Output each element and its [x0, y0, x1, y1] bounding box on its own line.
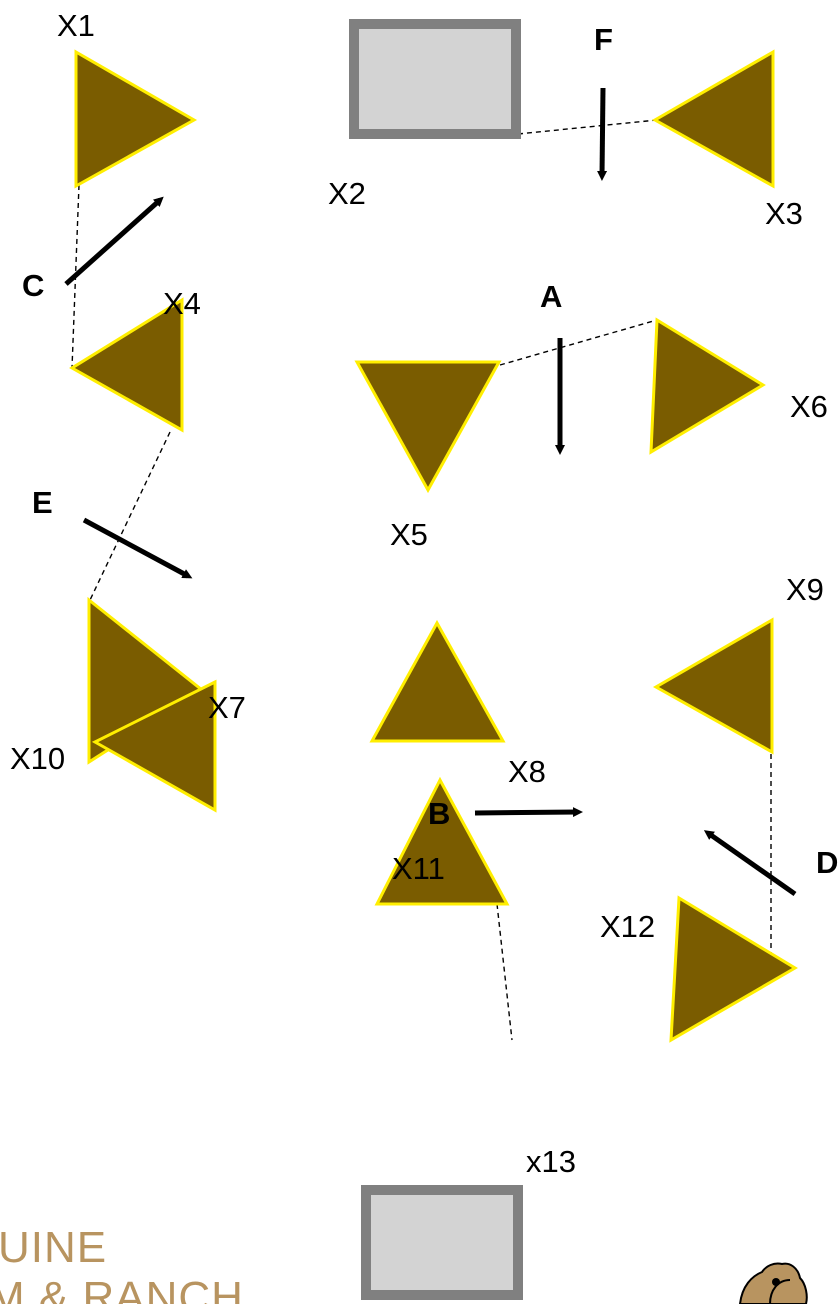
direction-label-c: C	[22, 268, 44, 303]
logo-text-line1: UINE	[0, 1223, 107, 1272]
label-x1: X1	[57, 8, 95, 43]
label-x12: X12	[600, 909, 655, 944]
direction-label-e: E	[32, 485, 53, 520]
label-x11: X11	[392, 851, 445, 886]
arrow-f	[597, 87, 608, 181]
arrow-e	[82, 517, 193, 579]
direction-label-f: F	[594, 22, 613, 57]
triangle-x11	[374, 776, 510, 906]
connector-x4-x7	[89, 431, 171, 601]
label-x13: x13	[526, 1144, 576, 1179]
direction-label-a: A	[540, 279, 562, 314]
box-bottom	[361, 1185, 523, 1300]
label-x5: X5	[390, 517, 428, 552]
logo-emblem-icon	[738, 1262, 808, 1304]
triangle-x1	[74, 49, 198, 189]
label-x10: X10	[10, 741, 65, 776]
label-x9: X9	[786, 572, 824, 607]
logo-text-line2: M & RANCH	[0, 1273, 244, 1304]
arrow-d	[703, 830, 797, 897]
triangle-x6	[649, 317, 766, 455]
label-x7: X7	[208, 690, 246, 725]
triangle-x10	[91, 679, 217, 813]
arrow-b	[474, 807, 583, 818]
triangle-x9	[652, 617, 774, 755]
triangle-x12	[669, 895, 798, 1043]
direction-label-d: D	[816, 845, 838, 880]
label-x6: X6	[790, 389, 828, 424]
label-x4: X4	[163, 286, 201, 321]
box-x2	[349, 19, 521, 139]
connector-x2-x3	[517, 119, 658, 135]
label-x8: X8	[508, 754, 546, 789]
label-x2: X2	[328, 176, 366, 211]
direction-label-b: B	[428, 796, 450, 831]
connector-x11-x13	[496, 903, 513, 1041]
arrow-c	[64, 196, 164, 286]
label-x3: X3	[765, 196, 803, 231]
triangle-x8	[369, 619, 506, 743]
triangle-x4	[69, 297, 184, 433]
triangle-x5	[354, 360, 502, 494]
triangle-x3	[651, 49, 775, 189]
connector-x5-x6	[499, 319, 658, 366]
